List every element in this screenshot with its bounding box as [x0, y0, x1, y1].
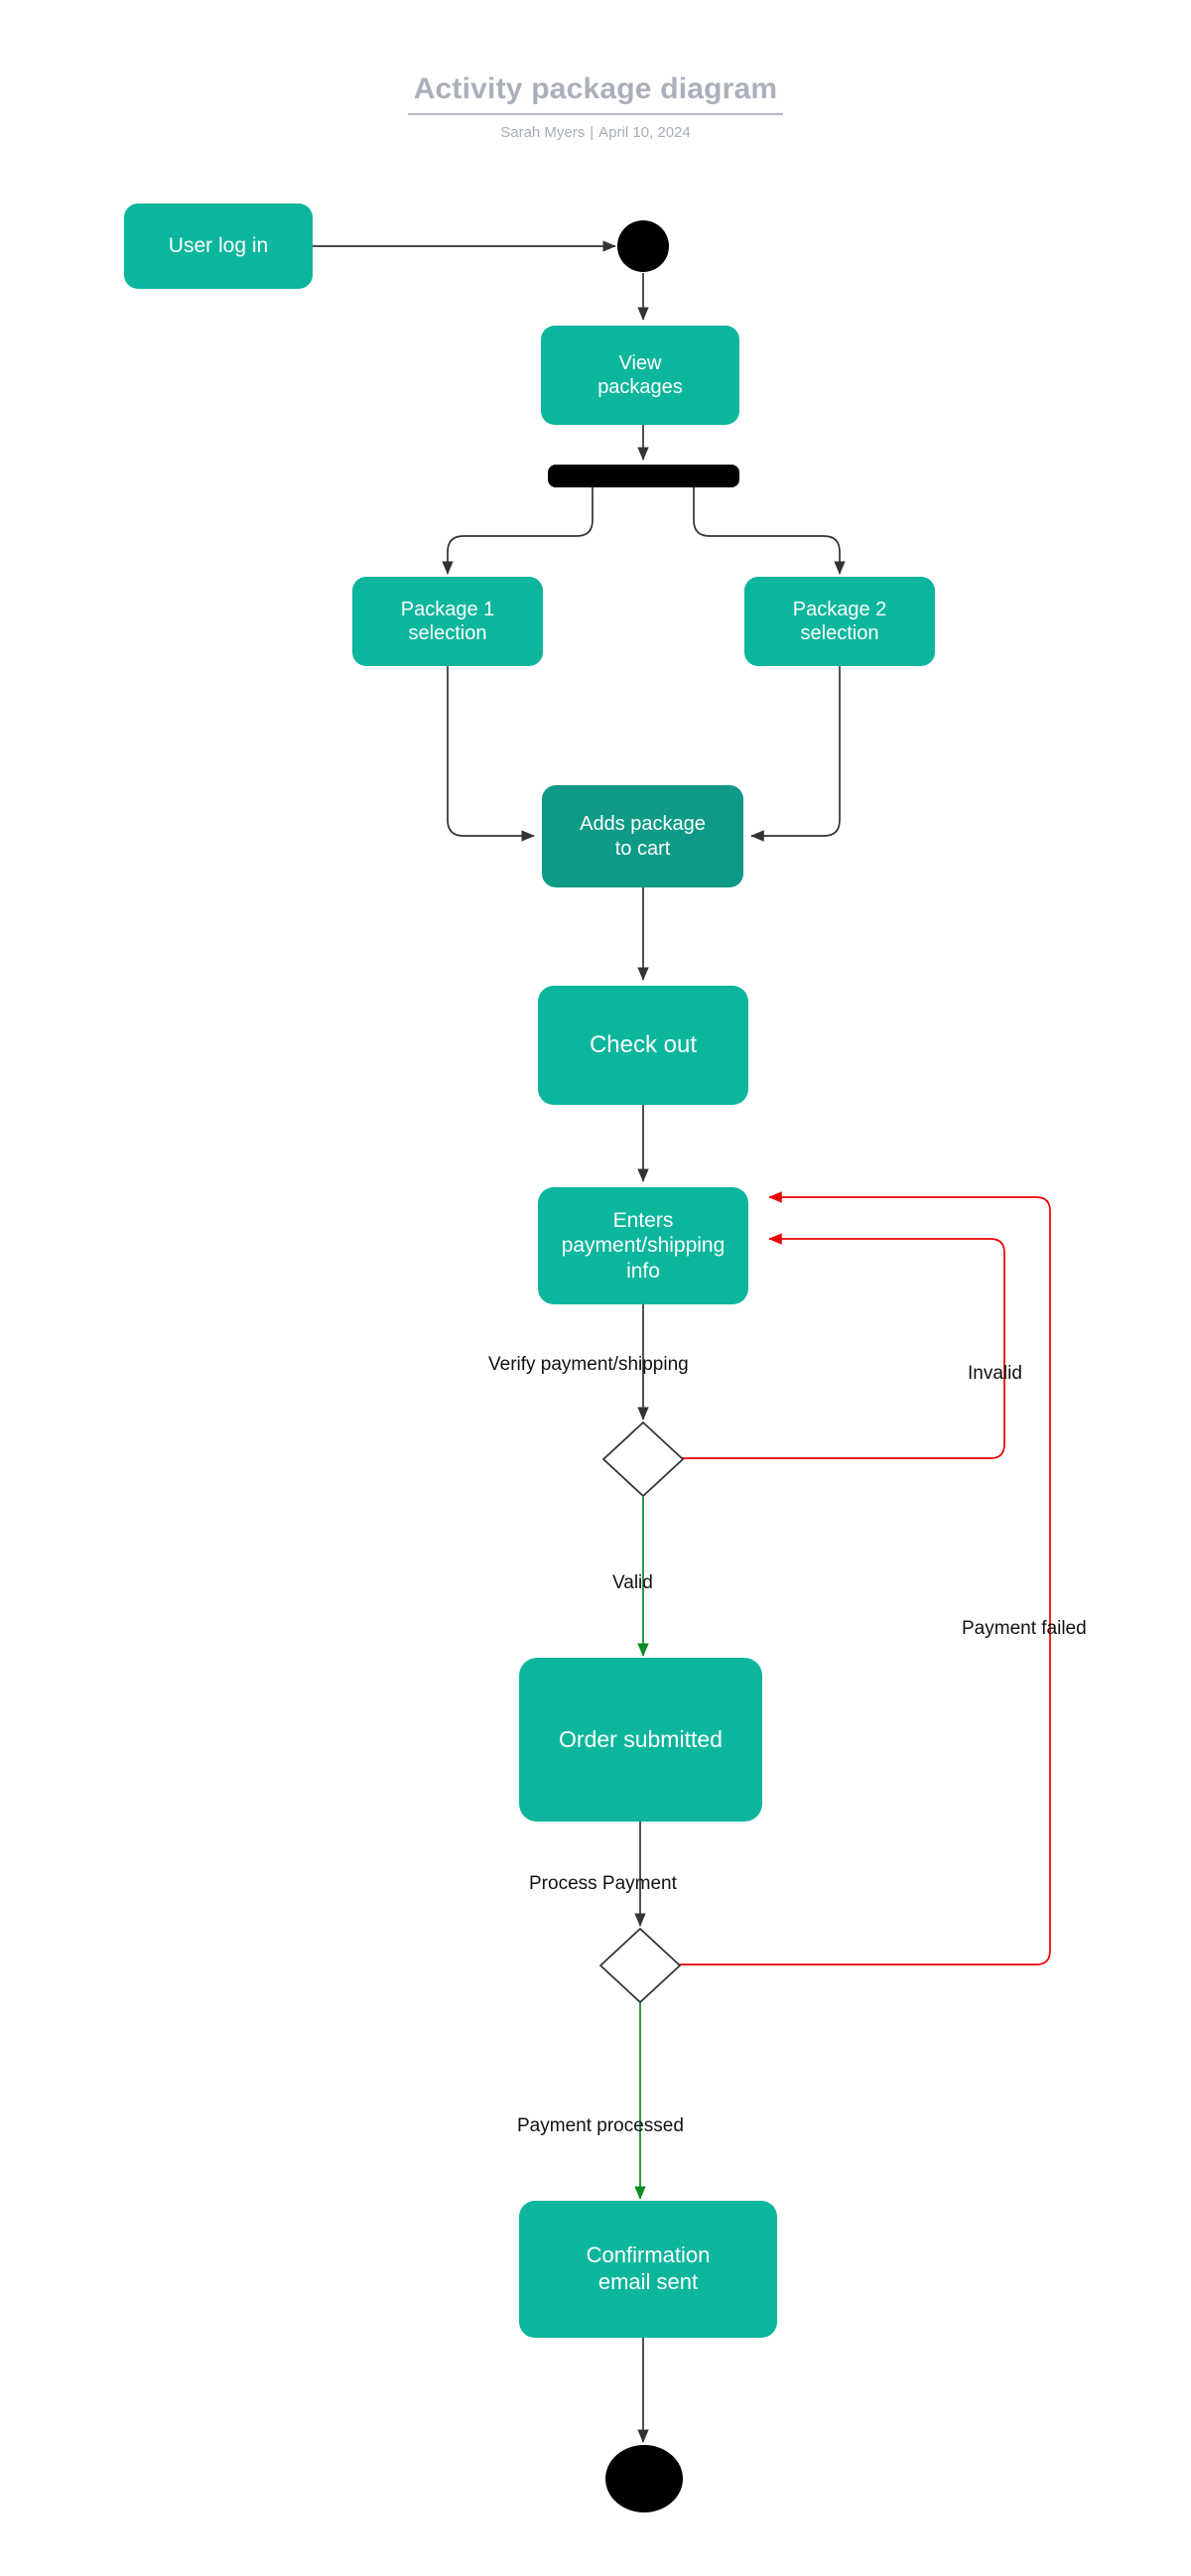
node-view-packages[interactable]: View packages — [541, 326, 739, 425]
node-label: Confirmation email sent — [586, 2242, 711, 2294]
document-header: Activity package diagram Sarah Myers|Apr… — [0, 71, 1191, 142]
edge-fork-to-package2 — [693, 487, 846, 575]
edge-package2-to-cart — [750, 666, 841, 842]
node-label: User log in — [168, 234, 269, 258]
node-order-submitted[interactable]: Order submitted — [519, 1658, 762, 1822]
node-check-out[interactable]: Check out — [538, 986, 748, 1105]
decision-diamond-icon — [599, 1928, 681, 2003]
author-name: Sarah Myers — [500, 124, 586, 141]
document-date: April 10, 2024 — [598, 124, 691, 141]
node-user-log-in[interactable]: User log in — [124, 203, 313, 289]
node-label: Check out — [589, 1031, 698, 1059]
node-package-2-selection[interactable]: Package 2 selection — [744, 577, 935, 666]
edge-label-payment-processed: Payment processed — [517, 2115, 684, 2136]
decision-diamond-icon — [602, 1422, 684, 1497]
edge-payment-failed-loop — [672, 1191, 1051, 1966]
byline-separator: | — [590, 124, 595, 141]
document-byline: Sarah Myers|April 10, 2024 — [0, 124, 1191, 142]
edge-package1-to-cart — [447, 666, 535, 842]
node-initial-node[interactable] — [617, 220, 669, 272]
node-label: Adds package to cart — [580, 813, 706, 860]
node-confirmation-email-sent[interactable]: Confirmation email sent — [519, 2201, 777, 2338]
page-title: Activity package diagram — [407, 71, 784, 115]
node-label: Order submitted — [559, 1726, 723, 1753]
node-label: Enters payment/shipping info — [561, 1208, 726, 1283]
edge-fork-to-package1 — [442, 487, 594, 575]
edge-label-payment-failed: Payment failed — [962, 1618, 1087, 1639]
node-package-1-selection[interactable]: Package 1 selection — [352, 577, 543, 666]
edge-label-valid: Valid — [612, 1572, 653, 1593]
node-label: Package 1 selection — [400, 598, 495, 644]
node-verify-decision[interactable] — [600, 1420, 686, 1499]
node-adds-package-to-cart[interactable]: Adds package to cart — [542, 785, 743, 887]
node-label: Package 2 selection — [792, 598, 887, 644]
node-enters-payment-shipping-info[interactable]: Enters payment/shipping info — [538, 1187, 748, 1304]
node-fork-bar[interactable] — [548, 465, 739, 487]
edge-label-process-payment: Process Payment — [529, 1873, 677, 1894]
node-payment-decision[interactable] — [597, 1926, 683, 2005]
node-final-node[interactable] — [605, 2445, 683, 2512]
edge-label-invalid: Invalid — [968, 1363, 1022, 1384]
edge-label-verify-payment-shipping: Verify payment/shipping — [488, 1354, 689, 1375]
node-label: View packages — [597, 351, 683, 398]
